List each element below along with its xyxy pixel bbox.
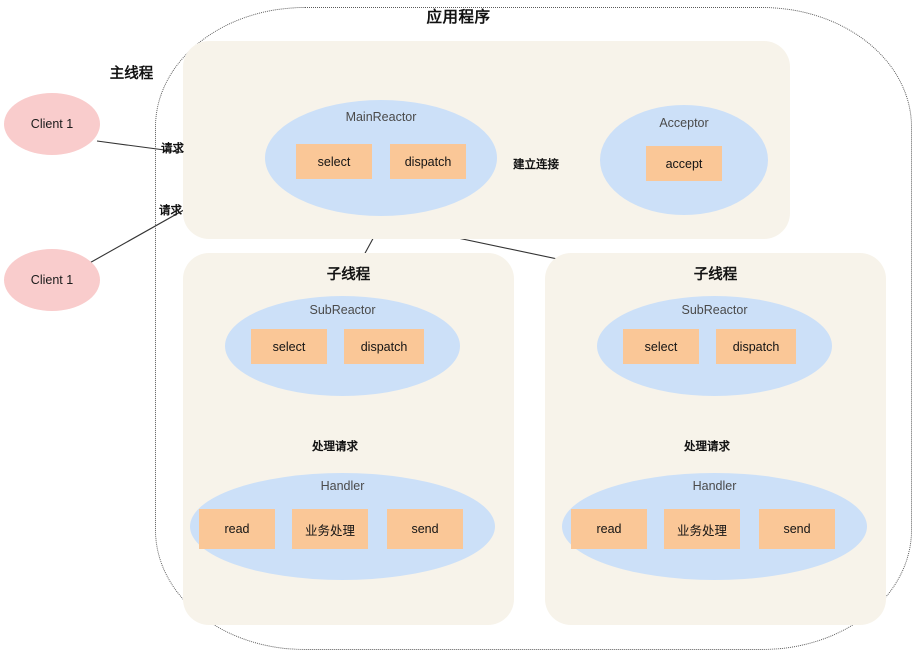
handler-left-read-box[interactable]: read [199, 509, 275, 549]
handler-left-read-label: read [224, 522, 250, 536]
sub-reactor-right-dispatch-box[interactable]: dispatch [716, 329, 796, 364]
acceptor-accept-box[interactable]: accept [646, 146, 722, 181]
handler-left-label: Handler [320, 479, 365, 493]
main-reactor-dispatch-box[interactable]: dispatch [390, 144, 466, 179]
client-node-1[interactable]: Client 1 [4, 93, 100, 155]
acceptor-label: Acceptor [659, 116, 709, 130]
panel-sub-thread-right: 子线程 SubReactor select dispatch Handler r… [545, 253, 886, 625]
main-reactor-label: MainReactor [345, 110, 417, 124]
handler-left-node[interactable]: Handler read 业务处理 send [190, 473, 495, 580]
sub-reactor-left-label: SubReactor [309, 303, 376, 317]
sub-reactor-right-select-box[interactable]: select [623, 329, 699, 364]
handler-right-process-label: 业务处理 [676, 523, 727, 538]
edge-label-handle-request-right: 处理请求 [684, 441, 730, 453]
edge-label-handle-request-left: 处理请求 [312, 441, 358, 453]
panel-main-thread-title: 主线程 [109, 66, 154, 82]
handler-right-label: Handler [692, 479, 737, 493]
handler-right-read-box[interactable]: read [571, 509, 647, 549]
edge-label-request-top: 请求 [161, 143, 184, 155]
main-reactor-select-box[interactable]: select [296, 144, 372, 179]
handler-left-process-label: 业务处理 [304, 523, 355, 538]
handler-right-process-box[interactable]: 业务处理 [664, 509, 740, 549]
sub-reactor-right-select-label: select [644, 339, 678, 354]
acceptor-accept-label: accept [665, 156, 703, 171]
panel-sub-thread-right-title: 子线程 [693, 267, 738, 283]
handler-left-send-box[interactable]: send [387, 509, 463, 549]
main-reactor-dispatch-label: dispatch [404, 154, 452, 169]
edge-label-establish-connection: 建立连接 [513, 159, 559, 171]
client-1-label: Client 1 [30, 117, 74, 131]
main-reactor-node[interactable]: MainReactor select dispatch [265, 100, 497, 216]
application-boundary [155, 7, 912, 650]
handler-right-send-box[interactable]: send [759, 509, 835, 549]
sub-reactor-left-node[interactable]: SubReactor select dispatch [225, 296, 460, 396]
edge-label-request-bottom: 请求 [159, 205, 182, 217]
client-node-2[interactable]: Client 1 [4, 249, 100, 311]
sub-reactor-left-dispatch-label: dispatch [360, 339, 408, 354]
main-reactor-select-label: select [317, 154, 351, 169]
sub-reactor-right-dispatch-label: dispatch [732, 339, 780, 354]
sub-reactor-right-node[interactable]: SubReactor select dispatch [597, 296, 832, 396]
handler-right-send-label: send [783, 522, 811, 536]
handler-left-process-box[interactable]: 业务处理 [292, 509, 368, 549]
sub-reactor-left-select-label: select [272, 339, 306, 354]
diagram-title: 应用程序 [426, 9, 491, 26]
handler-right-node[interactable]: Handler read 业务处理 send [562, 473, 867, 580]
panel-sub-thread-left-title: 子线程 [326, 267, 371, 283]
sub-reactor-left-dispatch-box[interactable]: dispatch [344, 329, 424, 364]
sub-reactor-right-label: SubReactor [681, 303, 748, 317]
acceptor-node[interactable]: Acceptor accept [600, 105, 768, 215]
panel-main-thread: 主线程 MainReactor select dispatch Acceptor… [110, 41, 790, 239]
client-2-label: Client 1 [30, 273, 74, 287]
panel-sub-thread-left: 子线程 SubReactor select dispatch Handler r… [183, 253, 514, 625]
handler-right-read-label: read [596, 522, 622, 536]
handler-left-send-label: send [411, 522, 439, 536]
sub-reactor-left-select-box[interactable]: select [251, 329, 327, 364]
